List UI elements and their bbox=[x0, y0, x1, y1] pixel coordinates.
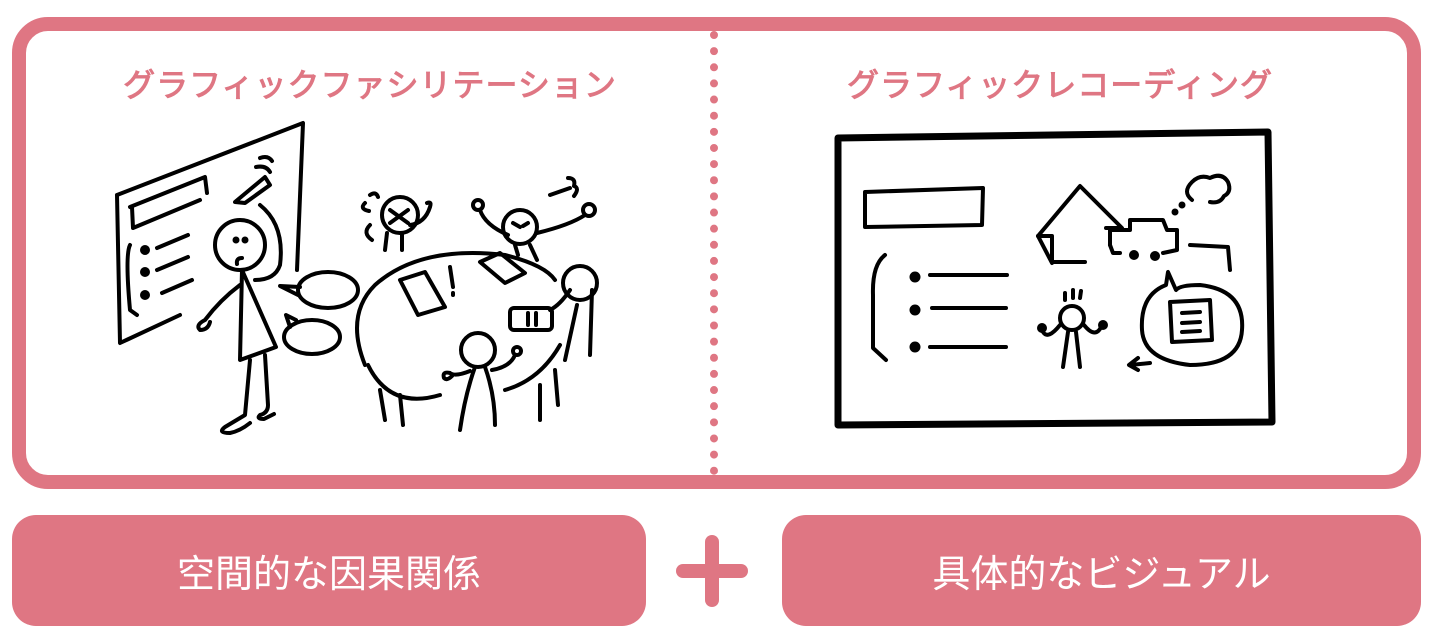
graphic-recording-illustration bbox=[834, 128, 1276, 429]
plus-icon bbox=[676, 535, 748, 607]
graphic-facilitation-title: グラフィックファシリテーション bbox=[123, 66, 617, 104]
graphic-recording-title: グラフィックレコーディング bbox=[846, 66, 1274, 104]
concrete-visual-label: 具体的なビジュアル bbox=[782, 515, 1421, 626]
spatial-causality-label: 空間的な因果関係 bbox=[12, 515, 646, 626]
graphic-facilitation-illustration bbox=[115, 121, 599, 435]
dotted-divider bbox=[710, 31, 718, 475]
